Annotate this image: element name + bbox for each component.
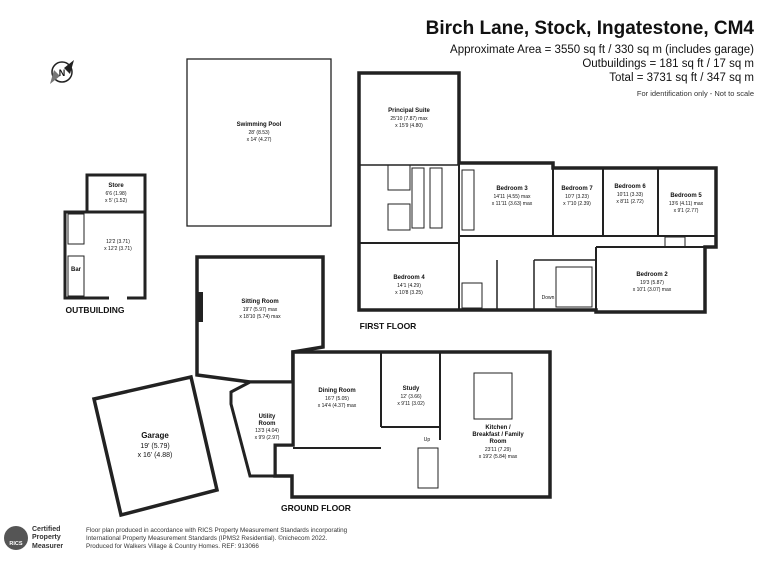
garage-dim1: 19' (5.79)	[140, 443, 169, 450]
outbuilding-label: OUTBUILDING	[65, 305, 124, 315]
bedroom7-dim1: 10'7 (3.23)	[565, 194, 589, 200]
study-name: Study	[403, 386, 420, 392]
outbuilding: Store 6'6 (1.98) x 5' (1.52) 12'2 (3.71)…	[63, 173, 147, 315]
utility-name-2: Room	[259, 421, 276, 427]
dining-room-dim1: 16'7 (5.05)	[325, 396, 349, 402]
kitchen-name-1: Kitchen /	[485, 425, 511, 431]
kitchen-dim2: x 19'2 (5.84) max	[479, 454, 518, 460]
study-dim1: 12' (3.66)	[401, 394, 422, 400]
bedroom4-dim1: 14'1 (4.29)	[397, 283, 421, 289]
kitchen-dim1: 23'11 (7.29)	[485, 447, 511, 453]
outbuilding-dim2: x 12'2 (3.71)	[104, 246, 132, 252]
principal-suite-name: Principal Suite	[388, 108, 430, 114]
bedroom5-dim2: x 9'1 (2.77)	[674, 208, 699, 214]
first-floor-label: FIRST FLOOR	[360, 321, 417, 331]
study-dim2: x 9'11 (3.02)	[397, 401, 425, 407]
bedroom2-name: Bedroom 2	[636, 272, 668, 278]
total-area: Total = 3731 sq ft / 347 sq m	[609, 72, 754, 84]
footer-line-2: International Property Measurement Stand…	[86, 535, 328, 542]
dining-room-name: Dining Room	[318, 388, 355, 394]
bedroom2-dim1: 19'3 (5.87)	[640, 280, 664, 286]
bedroom5-dim1: 13'6 (4.11) max	[669, 201, 704, 207]
bedroom3-dim2: x 11'11 (3.63) max	[492, 201, 533, 207]
bedroom2-dim2: x 10'1 (3.07) max	[633, 287, 672, 293]
sitting-room-dim1: 19'7 (5.97) max	[243, 307, 278, 313]
garage-dim2: x 16' (4.88)	[138, 452, 173, 459]
bedroom6-name: Bedroom 6	[614, 184, 646, 190]
store-dim1: 6'6 (1.98)	[106, 191, 127, 197]
swimming-pool-dim1: 28' (8.53)	[249, 130, 270, 136]
ground-floor-label: GROUND FLOOR	[281, 503, 351, 513]
kitchen-name-2: Breakfast / Family	[472, 432, 524, 438]
bedroom4-dim2: x 10'8 (3.25)	[395, 290, 423, 296]
garage-name: Garage	[141, 431, 169, 440]
ground-floor-plan: Sitting Room 19'7 (5.97) max x 18'10 (5.…	[91, 255, 552, 518]
principal-suite-dim2: x 15'9 (4.80)	[395, 123, 423, 129]
sitting-room-dim2: x 18'10 (5.74) max	[239, 314, 281, 320]
bedroom5-name: Bedroom 5	[670, 193, 702, 199]
dining-room-dim2: x 14'4 (4.37) max	[318, 403, 357, 409]
approximate-area: Approximate Area = 3550 sq ft / 330 sq m…	[450, 44, 754, 56]
bedroom3-dim1: 14'11 (4.55) max	[494, 194, 531, 200]
swimming-pool-name: Swimming Pool	[237, 122, 282, 128]
bedroom4-name: Bedroom 4	[393, 275, 425, 281]
footer-line-3: Produced for Walkers Village & Country H…	[86, 543, 259, 550]
bar-name: Bar	[71, 267, 82, 273]
cert-line-1: Certified	[32, 526, 61, 533]
footer-line-1: Floor plan produced in accordance with R…	[86, 527, 348, 534]
certified-measurer-text: Certified Property Measurer	[32, 526, 82, 551]
compass-label: N	[59, 68, 66, 78]
bedroom6-dim1: 10'11 (3.33)	[617, 192, 643, 198]
utility-dim2: x 9'9 (2.97)	[255, 435, 280, 441]
bedroom7-name: Bedroom 7	[561, 186, 593, 192]
bedroom3-name: Bedroom 3	[496, 186, 528, 192]
stairs-up-label: Up	[424, 437, 431, 443]
stairs-down-label: Down	[542, 295, 555, 301]
first-floor-plan: Principal Suite 25'10 (7.87) max x 15'9 …	[357, 71, 718, 331]
utility-dim1: 13'3 (4.04)	[255, 428, 279, 434]
identification-note: For identification only - Not to scale	[636, 89, 754, 98]
north-arrow-icon: N	[50, 60, 74, 84]
kitchen-name-3: Room	[490, 439, 507, 445]
swimming-pool: Swimming Pool 28' (8.53) x 14' (4.27)	[186, 58, 332, 227]
store-name: Store	[108, 183, 124, 189]
cert-line-2: Property	[32, 534, 61, 542]
sitting-room-name: Sitting Room	[241, 299, 278, 305]
rics-badge: RICS Certified Property Measurer	[4, 526, 80, 552]
utility-name-1: Utility	[259, 414, 276, 420]
swimming-pool-dim2: x 14' (4.27)	[247, 137, 272, 143]
cert-line-3: Measurer	[32, 542, 64, 550]
rics-logo-icon: RICS	[4, 526, 28, 550]
principal-suite-dim1: 25'10 (7.87) max	[390, 116, 428, 122]
property-title: Birch Lane, Stock, Ingatestone, CM4	[425, 18, 754, 39]
bedroom7-dim2: x 7'10 (2.39)	[563, 201, 591, 207]
outbuildings-area: Outbuildings = 181 sq ft / 17 sq m	[582, 58, 754, 70]
bedroom6-dim2: x 8'11 (2.72)	[616, 199, 644, 205]
outbuilding-dim1: 12'2 (3.71)	[106, 239, 130, 245]
store-dim2: x 5' (1.52)	[105, 198, 127, 204]
